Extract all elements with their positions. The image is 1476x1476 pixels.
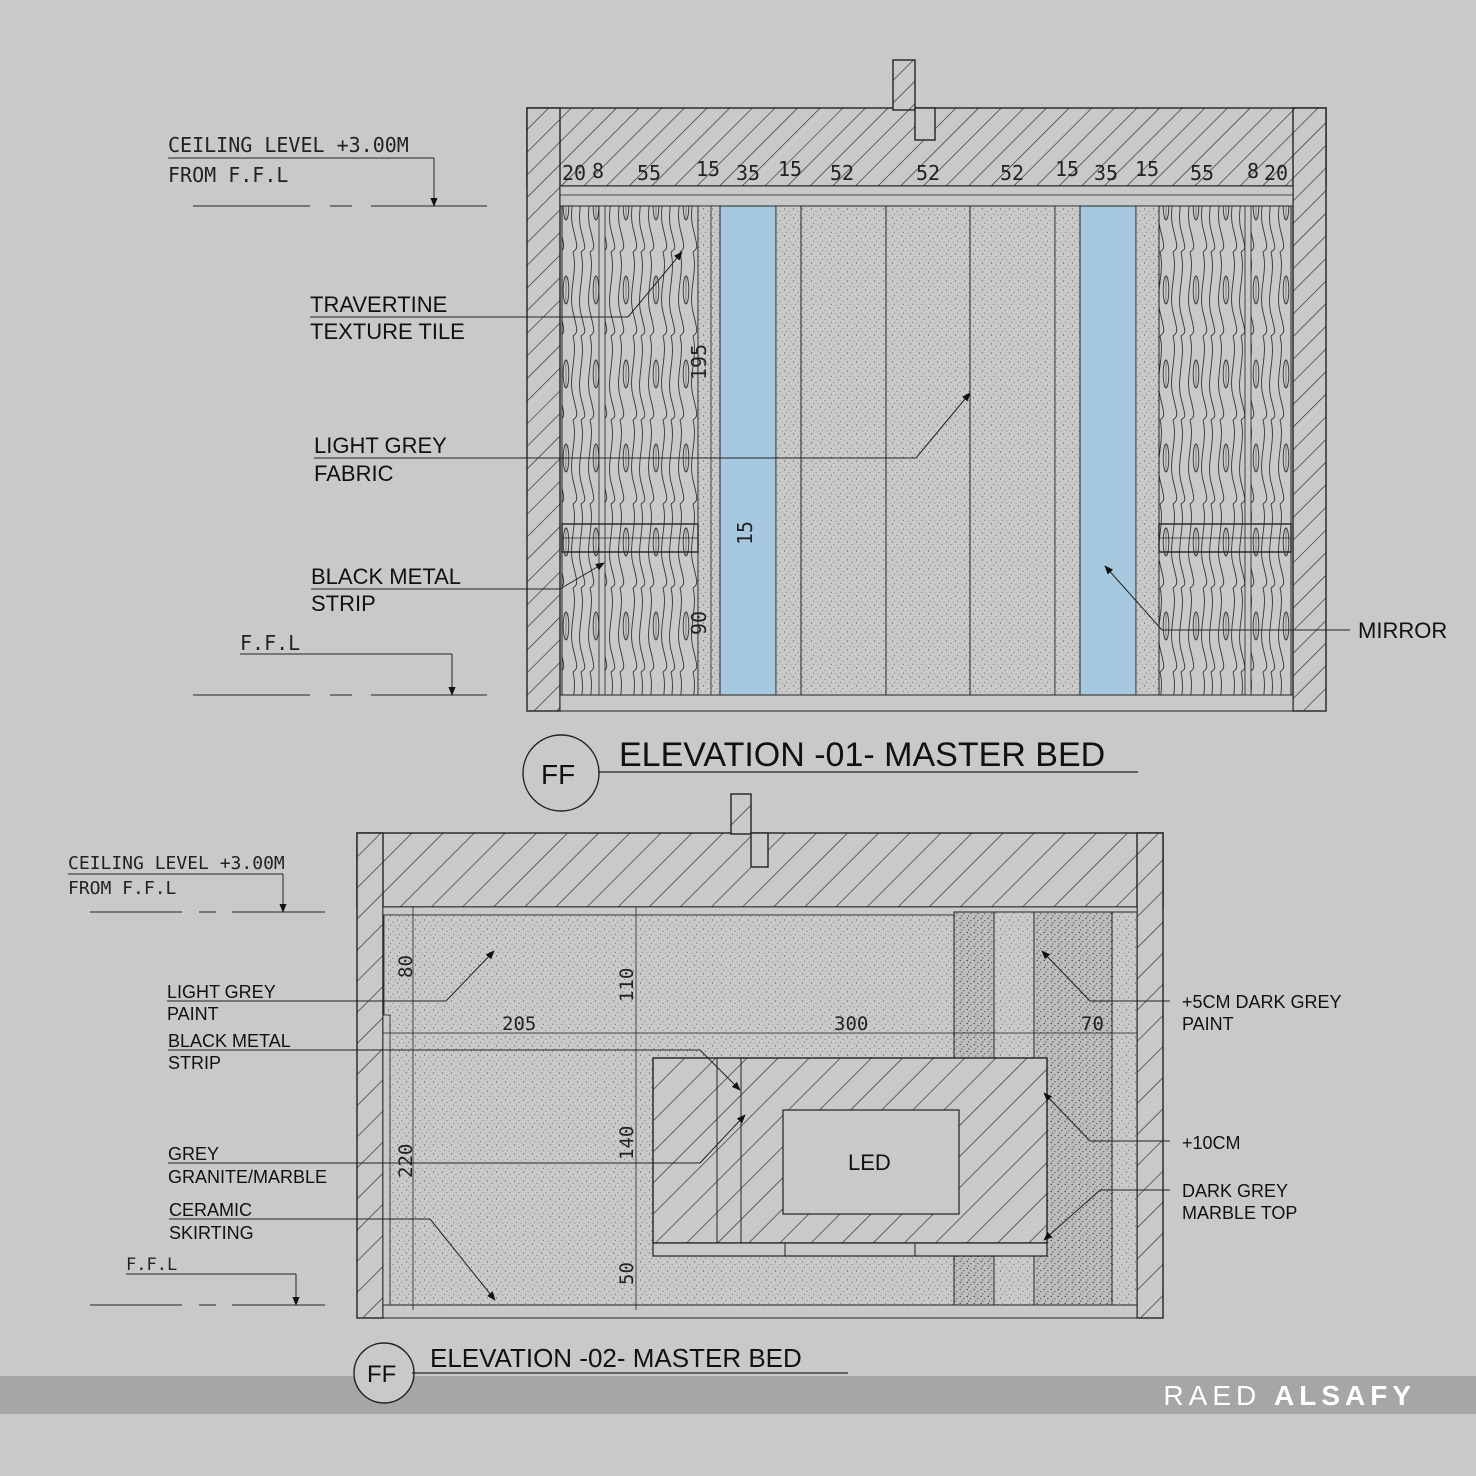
e1-label-fabric-2: FABRIC — [314, 461, 394, 486]
e1-dim: 35 — [1094, 161, 1118, 185]
e2-label-strip-1: BLACK METAL — [168, 1031, 291, 1051]
e1-label-mirror: MIRROR — [1358, 618, 1447, 643]
e2-vdim-1: 80 — [395, 955, 417, 978]
e2-label-paint-2: PAINT — [167, 1004, 219, 1024]
e1-dim: 20 — [562, 161, 586, 185]
e1-fabric-panel-3 — [969, 205, 1056, 696]
e1-ceiling-level-text: CEILING LEVEL +3.00M — [168, 133, 409, 157]
e1-dim: 52 — [916, 161, 940, 185]
e2-label-dark-paint-1: +5CM DARK GREY — [1182, 992, 1342, 1012]
e2-led-screen — [782, 1109, 960, 1215]
e2-label-paint-1: LIGHT GREY — [167, 982, 276, 1002]
e1-dim: 15 — [778, 157, 802, 181]
e2-vdim-5: 50 — [616, 1262, 638, 1285]
e2-beam-stub — [730, 793, 752, 835]
e2-ffl-text: F.F.L — [126, 1255, 177, 1275]
e1-label-strip-1: BLACK METAL — [311, 564, 461, 589]
e1-vdim-mid: 15 — [733, 521, 757, 545]
e1-left-mirror — [719, 205, 777, 696]
e1-title: ELEVATION -01- MASTER BED — [619, 736, 1105, 774]
e2-label-plus10: +10CM — [1182, 1133, 1241, 1153]
e2-label-dark-paint-2: PAINT — [1182, 1014, 1234, 1034]
e2-title: ELEVATION -02- MASTER BED — [430, 1343, 802, 1373]
e1-floor-skirting — [559, 694, 1294, 712]
e1-dim: 52 — [1000, 161, 1024, 185]
e1-dim: 8 — [592, 159, 604, 183]
e1-dim: 20 — [1264, 161, 1288, 185]
e1-label-strip-2: STRIP — [311, 591, 376, 616]
footer-band — [0, 1376, 1476, 1414]
e2-label-skirting-1: CERAMIC — [169, 1200, 252, 1220]
e2-label-marble-1: DARK GREY — [1182, 1181, 1288, 1201]
e2-label-skirting-2: SKIRTING — [169, 1223, 254, 1243]
e1-dim: 15 — [1055, 157, 1079, 181]
e2-marble-top — [652, 1242, 1048, 1257]
e1-dim: 55 — [637, 161, 661, 185]
e1-dim: 15 — [1135, 157, 1159, 181]
e1-ceiling-from-text: FROM F.F.L — [168, 163, 288, 187]
e2-label-granite-2: GRANITE/MARBLE — [168, 1167, 327, 1187]
e1-ffl-text: F.F.L — [240, 631, 300, 655]
e1-dim: 15 — [696, 157, 720, 181]
e2-right-wall — [1136, 832, 1164, 1319]
e1-left-wall — [526, 107, 561, 712]
e2-ceiling-from-text: FROM F.F.L — [68, 878, 177, 899]
e1-right-wall — [1292, 107, 1327, 712]
e2-floor-skirting — [382, 1304, 1138, 1319]
e1-tag-circle — [522, 734, 600, 812]
e1-top-dimensions: 20 8 55 15 35 15 52 52 52 15 35 15 55 8 … — [562, 157, 1288, 185]
e2-label-marble-2: MARBLE TOP — [1182, 1203, 1297, 1223]
e1-label-fabric-1: LIGHT GREY — [314, 433, 447, 458]
e2-label-strip-2: STRIP — [168, 1053, 221, 1073]
e2-label-granite-1: GREY — [168, 1144, 219, 1164]
e2-hdim-1: 205 — [502, 1013, 536, 1035]
e2-hdim-3: 70 — [1081, 1013, 1104, 1035]
e1-vdim-top: 195 — [687, 344, 711, 380]
e1-beam-notch — [914, 107, 936, 141]
e1-label-travertine-1: TRAVERTINE — [310, 292, 447, 317]
e2-vdim-2: 220 — [395, 1144, 417, 1178]
e2-led-label: LED — [848, 1150, 891, 1175]
e1-dim: 55 — [1190, 161, 1214, 185]
e1-label-travertine-2: TEXTURE TILE — [310, 319, 465, 344]
brand-last: ALSAFY — [1274, 1380, 1416, 1411]
e1-dim: 35 — [736, 161, 760, 185]
e1-beam-stub — [892, 59, 916, 111]
e1-left-wood-panel — [561, 205, 699, 696]
e1-tag: FF — [541, 759, 575, 790]
e1-fabric-panel-2 — [885, 205, 971, 696]
elevation-2: LED 205 300 70 80 220 110 140 50 CEILING… — [68, 793, 1342, 1319]
e1-right-mirror — [1079, 205, 1137, 696]
brand-first: RAED — [1163, 1380, 1262, 1411]
e1-dim: 8 — [1247, 159, 1259, 183]
e2-vdim-3: 110 — [616, 968, 638, 1002]
brand-watermark: RAED ALSAFY — [1163, 1380, 1416, 1412]
e2-vdim-4: 140 — [616, 1126, 638, 1160]
e2-hdim-2: 300 — [834, 1013, 868, 1035]
e1-dim: 52 — [830, 161, 854, 185]
elevation-1: 20 8 55 15 35 15 52 52 52 15 35 15 55 8 … — [168, 59, 1447, 812]
e2-ceiling-level-text: CEILING LEVEL +3.00M — [68, 853, 285, 874]
e1-right-wood-panel — [1158, 205, 1292, 696]
e2-tag: FF — [367, 1361, 396, 1388]
e1-vdim-bottom: 90 — [687, 611, 711, 635]
